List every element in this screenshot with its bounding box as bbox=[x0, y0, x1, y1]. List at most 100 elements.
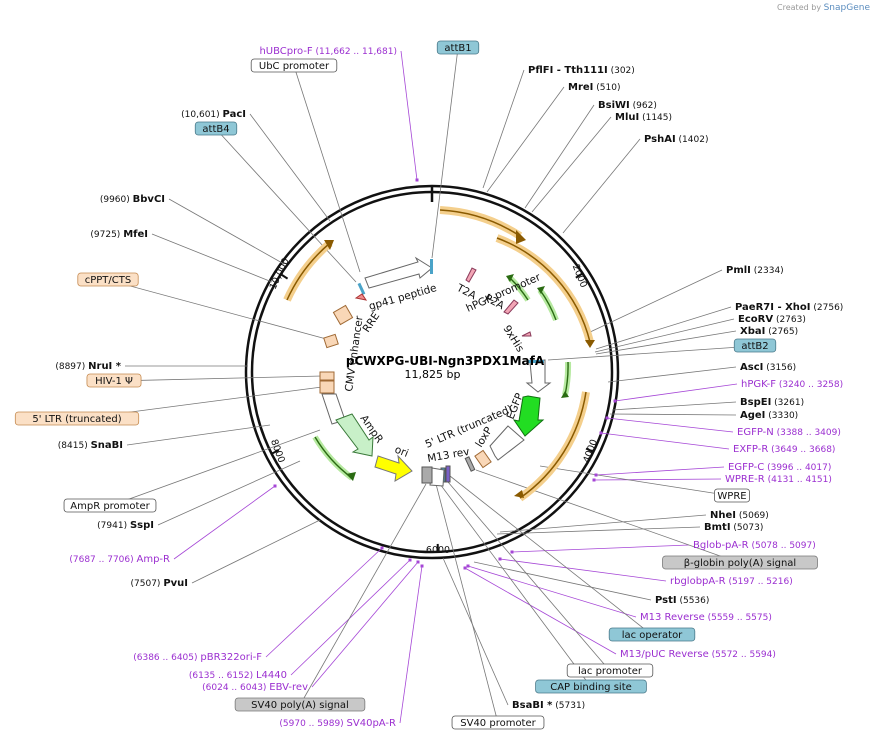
label-rbglobpa-r: rbglobpA-R (5197 .. 5216) bbox=[670, 576, 793, 587]
orange-head-2 bbox=[516, 230, 526, 244]
primer-site-marker bbox=[613, 399, 617, 403]
label-asci: AscI (3156) bbox=[740, 362, 796, 373]
leader-line bbox=[511, 544, 690, 553]
leader-line bbox=[290, 559, 411, 676]
feature-tag-label: attB1 bbox=[444, 43, 471, 54]
label-cppt: cPPT/CTS bbox=[77, 272, 139, 287]
leader-line bbox=[587, 269, 723, 334]
leader-line bbox=[562, 138, 641, 234]
feature-arc-ubc bbox=[283, 239, 333, 302]
gp41-arrow bbox=[364, 256, 433, 289]
primer-site-marker bbox=[415, 178, 419, 182]
label-m13puc-reverse: M13/pUC Reverse (5572 .. 5594) bbox=[620, 649, 776, 660]
leader-line bbox=[482, 69, 525, 189]
leader-line bbox=[464, 567, 617, 655]
site-label: PmlI (2334) bbox=[726, 265, 784, 276]
leader-line bbox=[439, 483, 592, 688]
label-egfp-c: EGFP-C (3996 .. 4017) bbox=[728, 462, 831, 473]
leader-line bbox=[400, 50, 418, 181]
label-wpre-r: WPRE-R (4131 .. 4151) bbox=[725, 474, 832, 485]
feature-tag-label: SV40 promoter bbox=[460, 718, 536, 729]
site-label: BsaBI * (5731) bbox=[512, 700, 585, 711]
site-label: EGFP-N (3388 .. 3409) bbox=[737, 427, 841, 438]
feature-tag bbox=[14, 411, 140, 426]
ori-label: ori bbox=[393, 444, 410, 460]
scale-tick bbox=[271, 449, 280, 455]
leader-line bbox=[173, 485, 276, 560]
label-hubcpro-f: hUBCpro-F (11,662 .. 11,681) bbox=[259, 46, 397, 57]
leader-line bbox=[595, 466, 725, 476]
primer-site-marker bbox=[273, 484, 277, 488]
label-sv40-polya: SV40 poly(A) signal bbox=[234, 697, 366, 712]
label-exfp-r: EXFP-R (3649 .. 3668) bbox=[733, 444, 835, 455]
primer-site-marker bbox=[420, 564, 424, 568]
attb2-marker bbox=[528, 360, 544, 363]
label-paci: (10,601) PacI bbox=[181, 109, 246, 120]
label-attb2: attB2 bbox=[733, 338, 777, 353]
label-nrui: (8897) NruI * bbox=[55, 361, 121, 372]
site-label: (5970 .. 5989) SV40pA-R bbox=[279, 718, 396, 729]
feature-tag bbox=[234, 697, 366, 712]
leader-line bbox=[215, 128, 357, 283]
site-label: (7941) SspI bbox=[97, 520, 154, 531]
label-lac-promoter: lac promoter bbox=[566, 663, 654, 678]
ltr-box bbox=[319, 380, 335, 394]
site-label: (7687 .. 7706) Amp-R bbox=[69, 554, 170, 565]
label-pflfi: PflFI - Tth111I (302) bbox=[528, 65, 635, 76]
leader-line bbox=[607, 366, 737, 383]
leader-line bbox=[531, 116, 612, 213]
site-label: AgeI (3330) bbox=[740, 410, 798, 421]
label-bsiwi: BsiWI (962) bbox=[598, 100, 657, 111]
attb4-marker bbox=[357, 282, 366, 295]
feature-tag-label: cPPT/CTS bbox=[85, 275, 131, 286]
leader-line bbox=[126, 424, 271, 446]
feature-tag-label: HIV-1 Ψ bbox=[95, 376, 133, 387]
cppt-box bbox=[323, 333, 339, 349]
leader-line bbox=[168, 198, 285, 265]
leader-line bbox=[157, 460, 301, 526]
leader-line bbox=[151, 233, 273, 283]
label-bglobin-r: Bglob-pA-R (5078 .. 5097) bbox=[693, 540, 816, 551]
leader-line bbox=[595, 330, 737, 355]
feature-tag-label: WPRE bbox=[717, 491, 746, 502]
orange-head-1 bbox=[324, 240, 334, 250]
label-l4440: (6135 .. 6152) L4440 bbox=[189, 670, 287, 681]
feature-tag bbox=[662, 555, 818, 570]
site-label: PstI (5536) bbox=[655, 595, 709, 606]
feature-tag bbox=[714, 488, 751, 503]
feature-tag-label: attB2 bbox=[741, 341, 768, 352]
leader-line bbox=[431, 47, 459, 259]
snapgene-logo: SnapGene bbox=[823, 3, 870, 13]
label-amp-r: (7687 .. 7706) Amp-R bbox=[69, 554, 170, 565]
feature-tag bbox=[608, 627, 696, 642]
sv40-polya-box bbox=[421, 466, 433, 484]
leader-line bbox=[499, 558, 667, 582]
feature-arc-right-line bbox=[496, 237, 591, 343]
leader-line bbox=[299, 483, 427, 706]
label-cap-site: CAP binding site bbox=[535, 679, 647, 694]
primer-site-marker bbox=[605, 416, 609, 420]
label-nhei: NheI (5069) bbox=[710, 510, 769, 521]
feature-tag-label: lac promoter bbox=[578, 666, 643, 677]
feature-tag-label: AmpR promoter bbox=[70, 501, 150, 512]
label-xbai: XbaI (2765) bbox=[740, 326, 798, 337]
feature-tag bbox=[77, 272, 139, 287]
label-pmli: PmlI (2334) bbox=[726, 265, 784, 276]
site-label: WPRE-R (4131 .. 4151) bbox=[725, 474, 832, 485]
leader-line bbox=[499, 514, 707, 533]
lac-box-1 bbox=[445, 465, 451, 483]
plasmid-size: 11,825 bp bbox=[404, 368, 461, 381]
label-pbr322ori-f: (6386 .. 6405) pBR322ori-F bbox=[133, 652, 262, 663]
label-snabi: (8415) SnaBI bbox=[58, 440, 123, 451]
his-label: 9xHis bbox=[500, 323, 526, 354]
label-attb1: attB1 bbox=[436, 40, 480, 55]
wpre-arrow bbox=[489, 425, 525, 461]
label-bbvci: (9960) BbvCI bbox=[100, 194, 165, 205]
leader-line bbox=[524, 104, 595, 209]
label-bglobin-polya: β-globin poly(A) signal bbox=[662, 555, 818, 570]
label-m13-reverse: M13 Reverse (5559 .. 5575) bbox=[640, 612, 772, 623]
label-sv40-promoter: SV40 promoter bbox=[451, 715, 545, 730]
egfp-arrow bbox=[512, 395, 545, 437]
leader-line bbox=[249, 113, 331, 222]
leader-line bbox=[606, 417, 734, 433]
